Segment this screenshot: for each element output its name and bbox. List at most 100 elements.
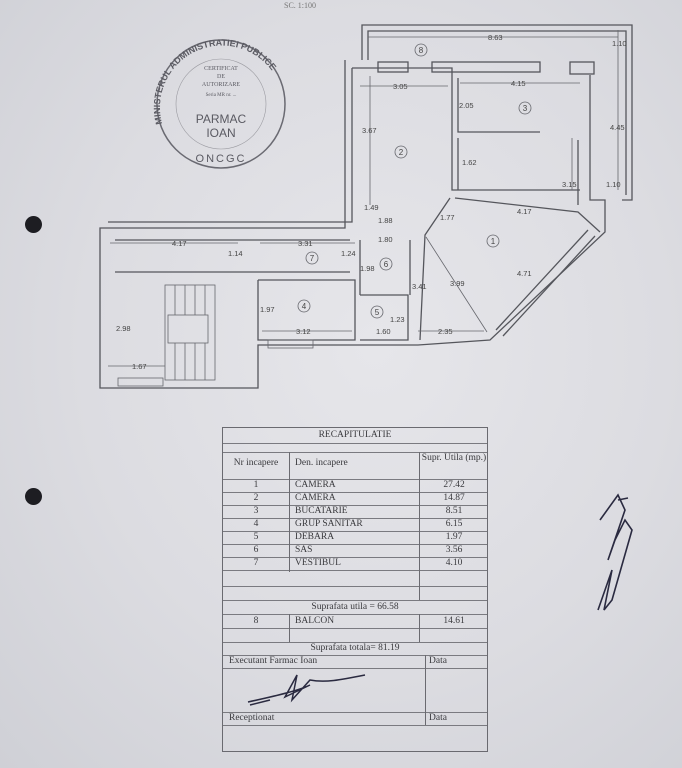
svg-text:2: 2 xyxy=(399,148,404,157)
svg-text:1.49: 1.49 xyxy=(364,203,379,212)
room-area: 3.56 xyxy=(445,545,463,555)
room-nr: 5 xyxy=(253,532,259,542)
svg-text:2.98: 2.98 xyxy=(116,324,131,333)
header-name: Den. incapere xyxy=(295,458,348,468)
room-nr: 3 xyxy=(253,506,259,516)
table-row: 4 GRUP SANITAR 6.15 xyxy=(223,518,487,532)
room-marker-8: 8 xyxy=(414,43,428,57)
svg-text:4.17: 4.17 xyxy=(517,207,532,216)
room-area: 4.10 xyxy=(445,558,463,568)
svg-text:1.80: 1.80 xyxy=(378,235,393,244)
svg-text:1.10: 1.10 xyxy=(606,180,621,189)
header-nr: Nr incapere xyxy=(233,458,279,468)
svg-text:Seria MR nr. ...: Seria MR nr. ... xyxy=(206,93,237,98)
punch-hole xyxy=(25,488,42,505)
room-nr: 4 xyxy=(253,519,259,529)
dimension-labels: 8.63 1.10 3.05 4.15 2.05 3.67 4.45 1.62 … xyxy=(116,33,627,371)
table-title: RECAPITULATIE xyxy=(223,428,487,444)
svg-text:PARMAC: PARMAC xyxy=(196,112,247,126)
svg-text:4: 4 xyxy=(302,302,307,311)
svg-text:8: 8 xyxy=(419,46,424,55)
svg-text:1.23: 1.23 xyxy=(390,315,405,324)
table-row: 3 BUCATARIE 8.51 xyxy=(223,505,487,519)
receptionat-label: Receptionat xyxy=(229,713,275,723)
svg-text:1.88: 1.88 xyxy=(378,216,393,225)
signature-executant xyxy=(247,674,366,706)
svg-text:3.41: 3.41 xyxy=(412,282,427,291)
svg-text:1.14: 1.14 xyxy=(228,249,243,258)
room-area: 1.97 xyxy=(445,532,463,542)
svg-text:ONCGC: ONCGC xyxy=(196,153,247,165)
scale-label: SC. 1:100 xyxy=(284,1,317,10)
dimension-lines xyxy=(108,30,619,367)
room-marker-2: 2 xyxy=(394,145,408,159)
room-area: 27.42 xyxy=(443,480,465,490)
signature-side xyxy=(597,493,633,611)
room-name: VESTIBUL xyxy=(295,558,341,568)
punch-hole xyxy=(25,216,42,233)
svg-text:4.17: 4.17 xyxy=(172,239,187,248)
table-row: 1 CAMERA 27.42 xyxy=(223,479,487,493)
stamp: MINISTERUL ADMINISTRATIEI PUBLICE CERTIF… xyxy=(152,37,286,169)
table-row-balcony: 8 BALCON 14.61 xyxy=(223,614,487,629)
room-nr: 7 xyxy=(253,558,259,568)
room-marker-7: 7 xyxy=(305,251,319,265)
svg-text:AUTORIZARE: AUTORIZARE xyxy=(202,82,241,88)
svg-text:6: 6 xyxy=(384,260,389,269)
svg-text:1.98: 1.98 xyxy=(360,264,375,273)
room-area: 14.87 xyxy=(443,493,465,503)
room-name: DEBARA xyxy=(295,532,335,542)
svg-text:DE: DE xyxy=(217,74,225,80)
svg-text:5: 5 xyxy=(375,308,380,317)
svg-text:1.77: 1.77 xyxy=(440,213,455,222)
svg-text:3.12: 3.12 xyxy=(296,327,311,336)
svg-text:1: 1 xyxy=(491,237,496,246)
svg-text:1.10: 1.10 xyxy=(612,39,627,48)
table-row: 7 VESTIBUL 4.10 xyxy=(223,557,487,571)
room-marker-1: 1 xyxy=(486,234,500,248)
room-numbers: 1 2 3 4 5 6 7 8 xyxy=(297,43,532,319)
svg-text:1.62: 1.62 xyxy=(462,158,477,167)
room-nr: 1 xyxy=(253,480,259,490)
svg-text:CERTIFICAT: CERTIFICAT xyxy=(204,66,238,72)
room-area: 6.15 xyxy=(445,519,463,529)
svg-text:IOAN: IOAN xyxy=(206,126,235,140)
table-row: 5 DEBARA 1.97 xyxy=(223,531,487,545)
svg-text:3.99: 3.99 xyxy=(450,279,465,288)
svg-text:3: 3 xyxy=(523,104,528,113)
room-name: BUCATARIE xyxy=(295,506,348,516)
svg-text:1.97: 1.97 xyxy=(260,305,275,314)
svg-text:3.67: 3.67 xyxy=(362,126,377,135)
walls xyxy=(99,24,633,389)
svg-text:4.45: 4.45 xyxy=(610,123,625,132)
table-row: 6 SAS 3.56 xyxy=(223,544,487,558)
svg-text:4.71: 4.71 xyxy=(517,269,532,278)
svg-text:3.15: 3.15 xyxy=(562,180,577,189)
room-marker-5: 5 xyxy=(370,305,384,319)
svg-text:3.31: 3.31 xyxy=(298,239,313,248)
svg-text:3.05: 3.05 xyxy=(393,82,408,91)
room-nr: 6 xyxy=(253,545,259,555)
room-name: GRUP SANITAR xyxy=(295,519,363,529)
room-area: 8.51 xyxy=(445,506,463,516)
svg-text:1.24: 1.24 xyxy=(341,249,356,258)
svg-text:1.67: 1.67 xyxy=(132,362,147,371)
room-marker-4: 4 xyxy=(297,299,311,313)
svg-text:4.15: 4.15 xyxy=(511,79,526,88)
room-name: CAMERA xyxy=(295,493,336,503)
svg-text:7: 7 xyxy=(310,254,315,263)
svg-text:2.35: 2.35 xyxy=(438,327,453,336)
room-marker-6: 6 xyxy=(379,257,393,271)
header-area: Supr. Utila (mp.) xyxy=(421,453,487,463)
room-name: SAS xyxy=(295,545,313,555)
room-nr: 2 xyxy=(253,493,259,503)
useful-area: Suprafata utila = 66.58 xyxy=(223,600,487,615)
svg-text:2.05: 2.05 xyxy=(459,101,474,110)
room-name: CAMERA xyxy=(295,480,336,490)
table-row: 2 CAMERA 14.87 xyxy=(223,492,487,506)
summary-table: RECAPITULATIE Nr incapere Den. incapere … xyxy=(222,427,488,752)
date-label: Data xyxy=(429,656,447,666)
svg-text:8.63: 8.63 xyxy=(488,33,503,42)
room-marker-3: 3 xyxy=(518,101,532,115)
